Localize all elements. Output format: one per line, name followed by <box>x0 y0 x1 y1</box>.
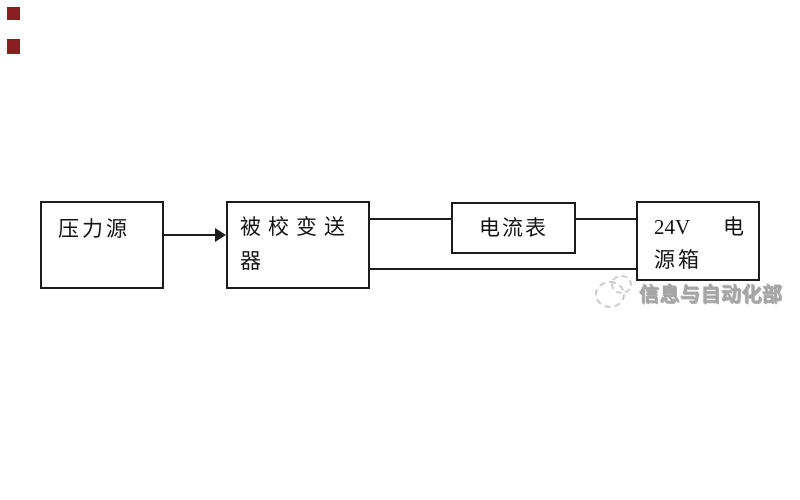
node-power-supply-voltage: 24V <box>654 215 691 239</box>
connector-ammeter-power <box>576 218 636 220</box>
red-bullet-icon <box>7 39 20 54</box>
node-transmitter: 被校变送 器 <box>226 201 370 289</box>
node-ammeter: 电流表 <box>451 202 576 254</box>
node-ammeter-label: 电流表 <box>479 216 548 240</box>
logo-circle-large <box>595 281 625 308</box>
arrowhead-right-icon <box>215 228 226 242</box>
node-power-supply-line1: 24V 电 <box>654 211 744 244</box>
node-pressure-source-label: 压力源 <box>58 217 130 241</box>
node-transmitter-label-line1: 被校变送 <box>240 215 352 239</box>
connector-transmitter-ammeter <box>369 218 451 220</box>
logo-circle-small <box>611 275 632 294</box>
watermark-text: 信息与自动化部 <box>639 284 783 306</box>
connector-arrow-shaft <box>164 234 216 236</box>
red-bullet-icon <box>7 7 20 20</box>
node-pressure-source: 压力源 <box>40 201 164 289</box>
node-power-supply-line2: 源箱 <box>654 248 702 272</box>
connector-transmitter-power <box>369 268 636 270</box>
node-power-supply: 24V 电 源箱 <box>636 201 760 281</box>
watermark-logo-icon <box>594 275 640 308</box>
node-transmitter-label-line2: 器 <box>240 249 268 273</box>
node-power-supply-char: 电 <box>723 215 744 239</box>
